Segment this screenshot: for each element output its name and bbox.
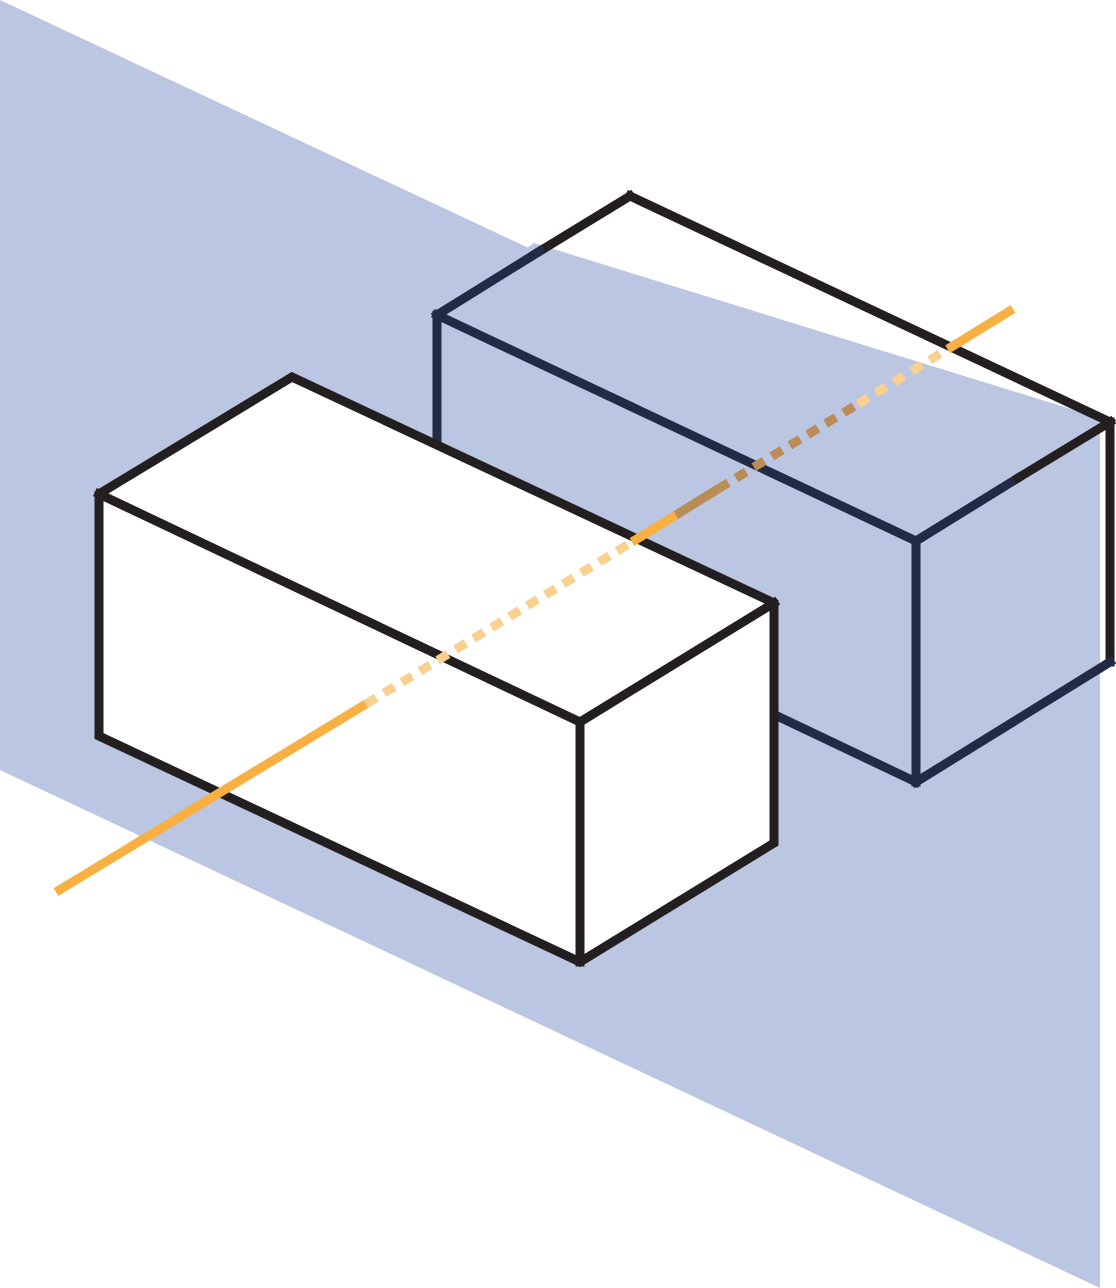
front-box-outline	[94, 371, 779, 968]
back-box-top-face-in-plane	[437, 196, 1100, 541]
back-box	[430, 189, 1116, 789]
axis-line-hidden-front	[363, 538, 635, 708]
back-box-edge-top-front-right-outer	[1011, 415, 1116, 485]
front-box-edge-top-right	[573, 596, 781, 729]
axis-line-solid-gap	[629, 511, 679, 546]
back-box-edge-top-left-lower	[430, 244, 547, 322]
back-box-edge-bottom-right	[909, 655, 1116, 789]
back-box-edge-top-front-right	[909, 471, 1025, 548]
axis-line	[53, 305, 1016, 896]
back-box-edge-top-back	[624, 190, 1116, 428]
axis-line-in-plane-solid	[673, 485, 721, 519]
back-box-edge-bottom-front	[769, 709, 922, 788]
front-box-top-face	[99, 377, 774, 722]
back-box-edge-top-front	[431, 309, 922, 547]
back-box-edge-top-left-upper	[533, 189, 637, 258]
axis-line-solid-upper	[945, 305, 1016, 353]
axis-line-hidden-back	[855, 345, 951, 408]
back-box-top-face-visible	[534, 196, 1110, 428]
front-box	[93, 371, 781, 968]
axis-line-solid-lower	[53, 700, 369, 896]
front-box-edge-top-front	[93, 488, 586, 728]
axis-line-in-plane-dashed	[715, 400, 861, 493]
front-box-front-face	[99, 494, 580, 962]
